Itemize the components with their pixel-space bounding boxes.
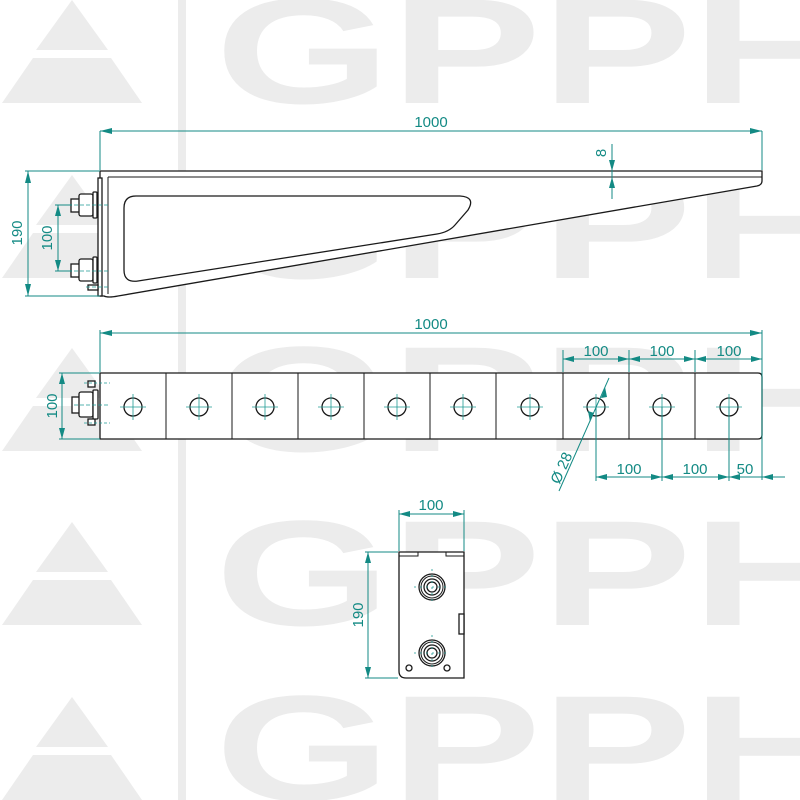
bolt-lower-icon: [68, 256, 110, 291]
svg-text:1000: 1000: [414, 114, 447, 131]
watermark-text: GPPH: [215, 0, 800, 135]
watermark-text: GPPH: [215, 489, 800, 657]
svg-text:50: 50: [737, 461, 754, 478]
svg-text:100: 100: [583, 343, 608, 360]
dimension-length-top: 1000: [99, 316, 763, 480]
dimension-length-side: 1000: [99, 114, 763, 170]
svg-text:1000: 1000: [414, 316, 447, 333]
dimension-top-pitch: 100 100 100: [562, 343, 762, 372]
svg-text:100: 100: [39, 225, 56, 250]
svg-text:100: 100: [716, 343, 741, 360]
dimension-bottom-pitch: 100 100 50: [595, 407, 785, 481]
dimension-width-top: 100: [44, 372, 100, 440]
svg-text:100: 100: [682, 461, 707, 478]
hole-icon: [252, 394, 278, 420]
svg-text:190: 190: [9, 220, 26, 245]
svg-text:190: 190: [350, 602, 367, 627]
top-view: 1000 100 100 100 100: [44, 316, 785, 492]
lightening-slot: [123, 195, 472, 282]
hole-icon: [384, 394, 410, 420]
dimension-bolt-spacing: 100: [39, 204, 72, 272]
svg-text:100: 100: [649, 343, 674, 360]
side-view: 1000 8 190 100: [9, 114, 763, 298]
watermark-logo-icon: [2, 697, 142, 800]
bolt-upper-front-icon: [414, 569, 450, 605]
bolt-upper-icon: [68, 191, 110, 219]
watermark-logo-icon: [2, 522, 142, 625]
dimension-height-side: 190: [9, 170, 100, 297]
hole-icon: [120, 394, 146, 420]
hole-icon: [186, 394, 212, 420]
dimension-height-end: 190: [350, 551, 398, 679]
end-view: 100 190: [350, 497, 465, 679]
dimension-width-end: 100: [398, 497, 465, 551]
watermark-text: GPPH: [215, 664, 800, 800]
mounting-holes: [120, 394, 742, 420]
svg-text:100: 100: [44, 393, 61, 418]
hole-icon: [450, 394, 476, 420]
svg-text:100: 100: [418, 497, 443, 514]
corner-hole-icon: [405, 664, 451, 672]
svg-text:8: 8: [593, 149, 610, 157]
hole-icon: [517, 394, 543, 420]
bolt-top-view-icon: [71, 380, 110, 426]
watermark-logo-icon: [2, 0, 142, 103]
wall-plate-front: [398, 551, 465, 679]
bolt-lower-front-icon: [414, 635, 450, 671]
hole-icon: [318, 394, 344, 420]
dimension-flange-thickness: 8: [593, 144, 615, 199]
svg-text:100: 100: [616, 461, 641, 478]
